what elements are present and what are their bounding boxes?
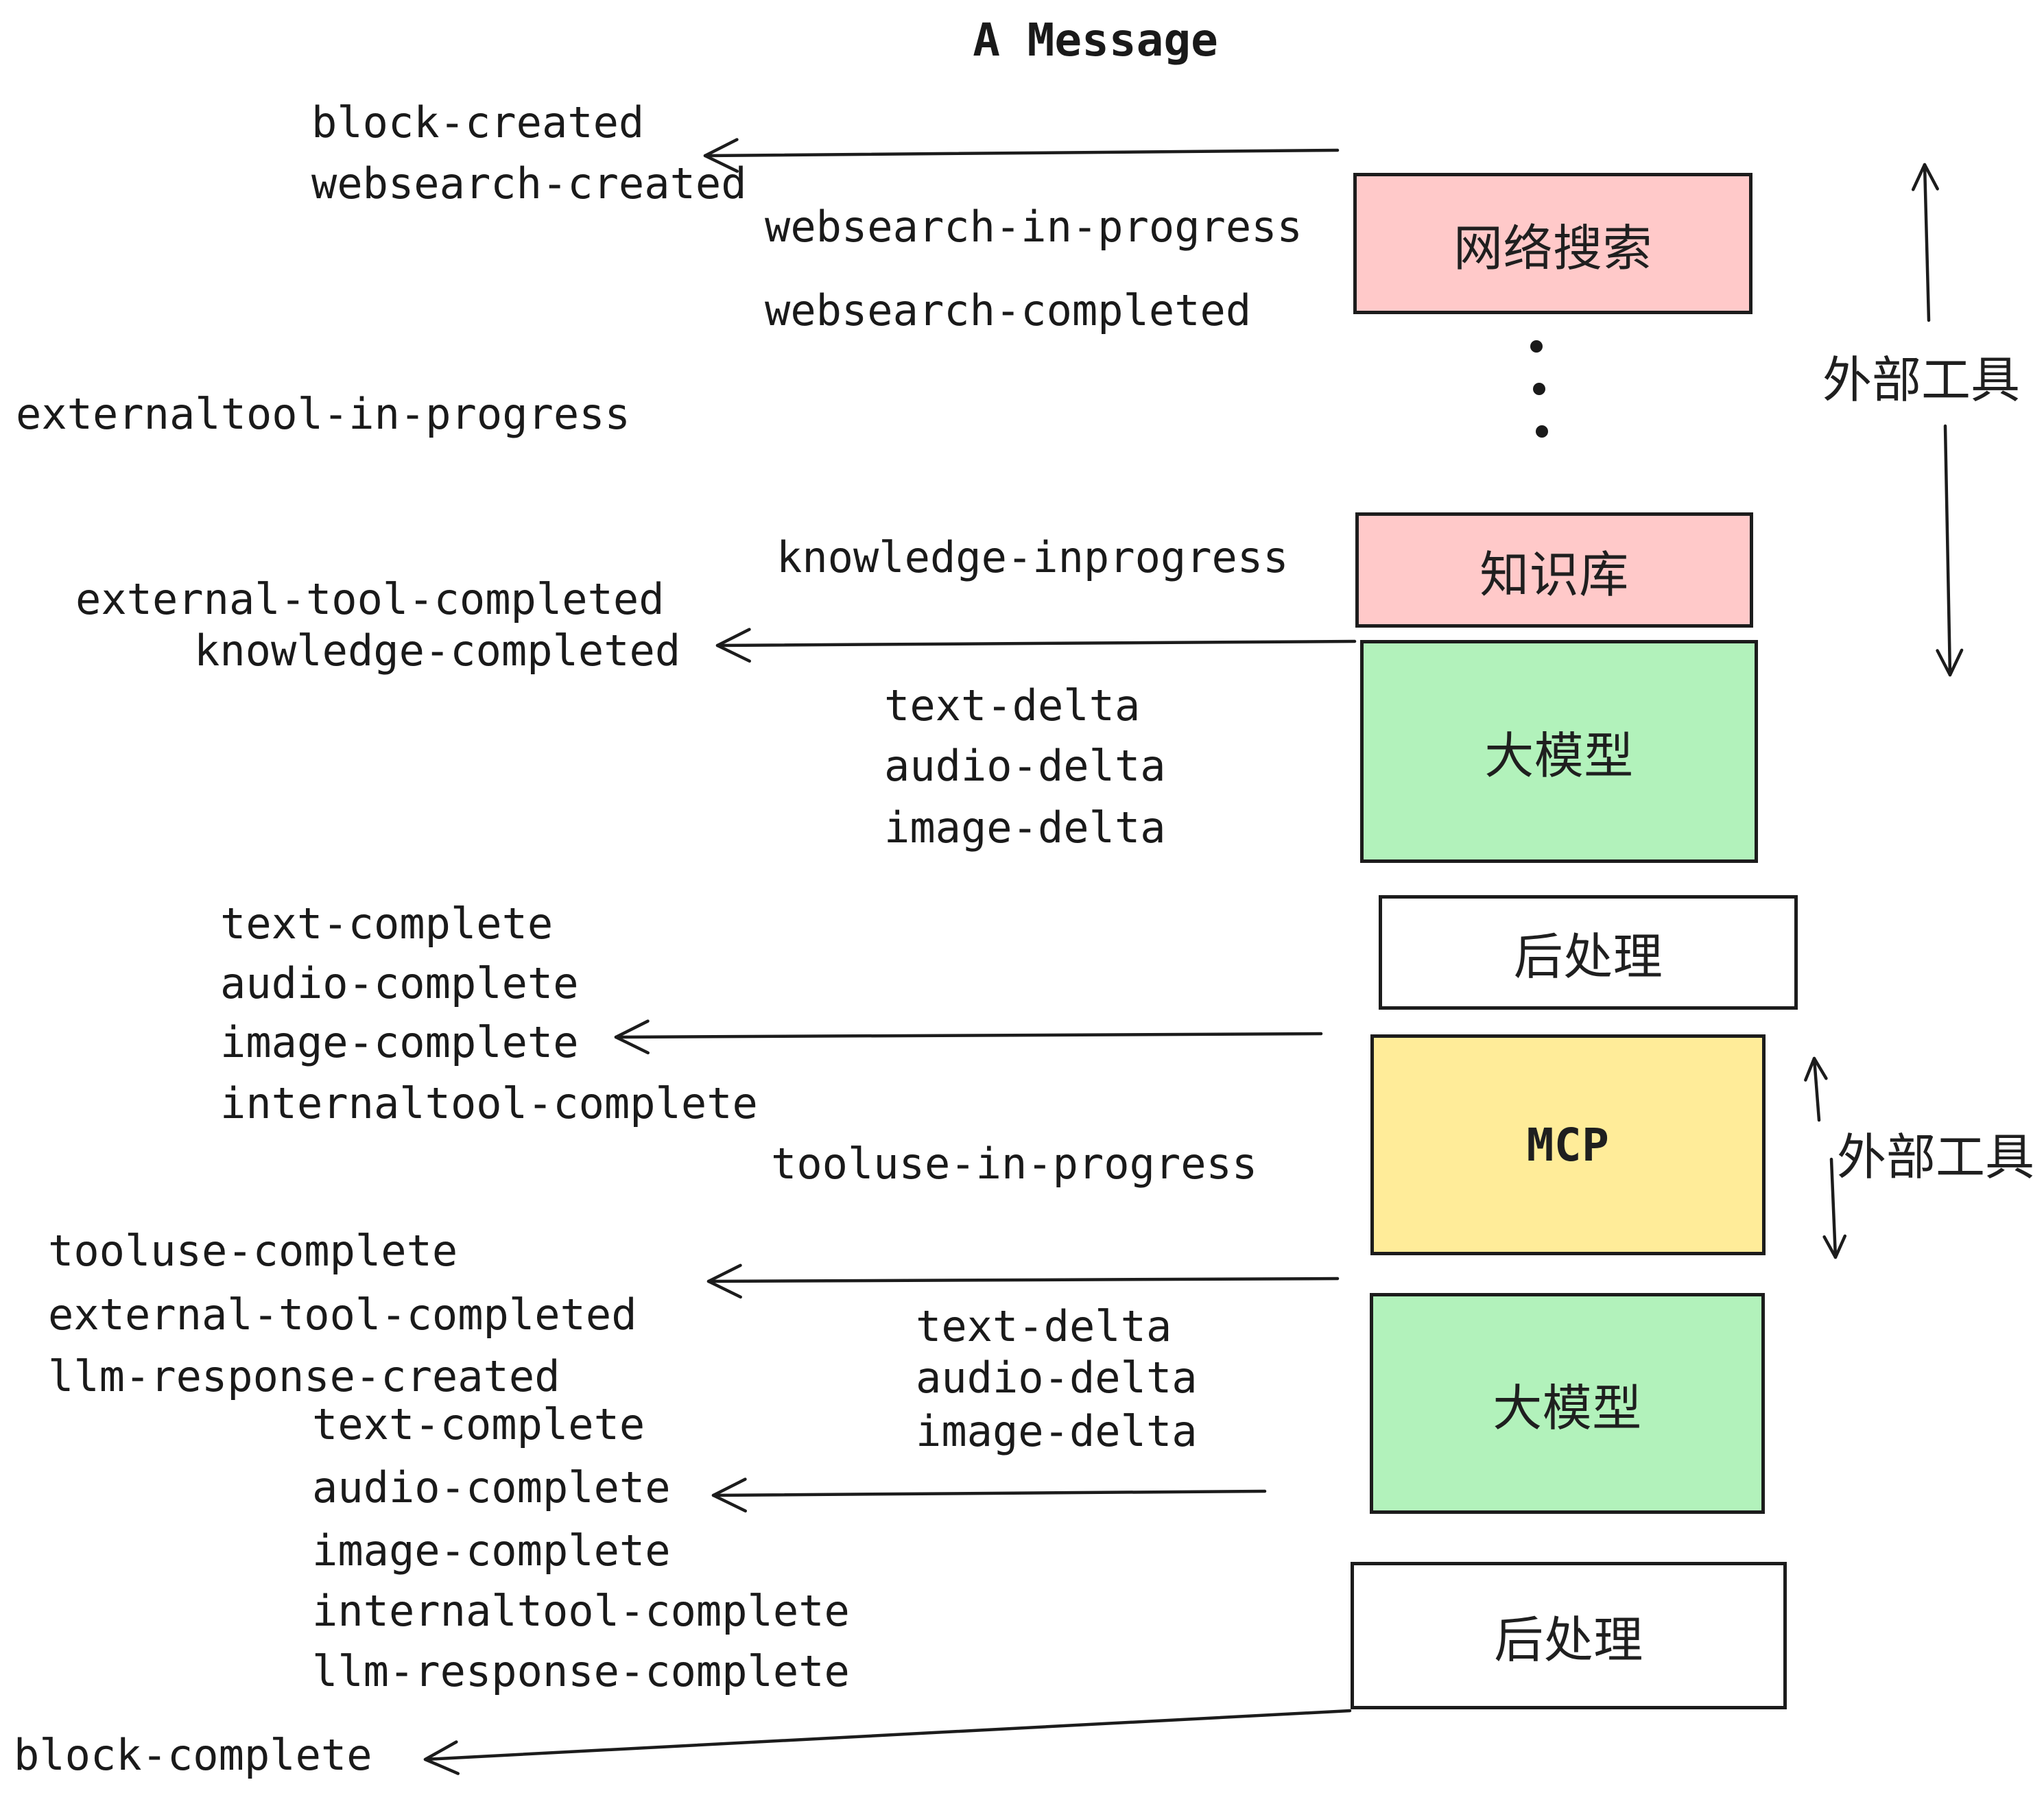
event-label-internaltool-complete-1: internaltool-complete [220,1078,758,1128]
arrow-to-block-complete [423,1709,1352,1775]
event-label-externaltool-in-progress: externaltool-in-progress [16,389,630,439]
arrow-to-audio-complete [711,1477,1267,1512]
event-label-llm-response-complete: llm-response-complete [312,1646,850,1696]
event-label-internaltool-complete-2: internaltool-complete [312,1586,850,1636]
event-label-audio-complete-1: audio-complete [220,958,579,1008]
box-postprocess-2: 后处理 [1351,1562,1787,1709]
event-label-image-delta-2: image-delta [916,1406,1198,1456]
arrow-external-tools-1-down [1936,424,1964,677]
box-mcp: MCP [1370,1034,1766,1255]
event-label-text-complete-2: text-complete [312,1399,645,1449]
event-label-text-complete-1: text-complete [220,899,554,949]
diagram-title: A Message [973,14,1218,67]
event-label-audio-delta-2: audio-delta [916,1353,1198,1403]
event-label-audio-complete-2: audio-complete [312,1462,671,1512]
ellipsis-dots [1530,340,1548,438]
side-label-external-tools-2: 外部工具 [1837,1128,2035,1186]
arrow-external-tools-2-up [1804,1056,1828,1122]
event-label-image-delta-1: image-delta [884,803,1166,853]
box-llm-2: 大模型 [1370,1293,1765,1514]
event-label-image-complete-2: image-complete [312,1526,671,1576]
box-label-llm-2: 大模型 [1493,1379,1642,1437]
event-label-block-created: block-created [311,97,645,147]
event-label-text-delta-1: text-delta [884,680,1141,731]
arrow-external-tools-1-up [1911,163,1939,322]
arrow-to-image-complete [614,1019,1323,1055]
event-label-external-tool-completed-2: external-tool-completed [48,1290,637,1340]
event-label-text-delta-2: text-delta [916,1301,1172,1351]
box-label-mcp: MCP [1526,1118,1610,1172]
event-label-websearch-in-progress: websearch-in-progress [765,202,1303,252]
arrow-to-knowledge-completed [715,628,1357,663]
arrow-to-tooluse-complete [706,1263,1340,1299]
event-label-llm-response-created: llm-response-created [48,1351,560,1401]
event-label-websearch-completed: websearch-completed [765,285,1252,335]
box-label-postprocess-2: 后处理 [1494,1611,1643,1669]
event-label-tooluse-complete: tooluse-complete [48,1226,458,1276]
event-label-image-complete-1: image-complete [220,1017,579,1067]
event-label-knowledge-completed: knowledge-completed [194,626,681,676]
event-label-block-complete: block-complete [14,1730,372,1780]
box-postprocess-1: 后处理 [1379,895,1798,1010]
event-label-knowledge-inprogress: knowledge-inprogress [776,532,1289,582]
box-knowledge: 知识库 [1355,512,1753,628]
event-label-tooluse-in-progress: tooluse-in-progress [771,1139,1258,1189]
event-label-external-tool-completed-1: external-tool-completed [75,574,665,624]
box-label-postprocess-1: 后处理 [1513,928,1663,986]
box-label-llm-1: 大模型 [1484,727,1634,785]
box-label-knowledge: 知识库 [1479,545,1629,604]
event-label-audio-delta-1: audio-delta [884,741,1166,791]
box-websearch: 网络搜索 [1353,173,1752,314]
box-label-websearch: 网络搜索 [1453,219,1652,277]
event-label-websearch-created: websearch-created [311,158,747,209]
arrow-to-block-created [703,138,1340,173]
side-label-external-tools-1: 外部工具 [1822,351,2021,409]
box-llm-1: 大模型 [1360,640,1758,863]
